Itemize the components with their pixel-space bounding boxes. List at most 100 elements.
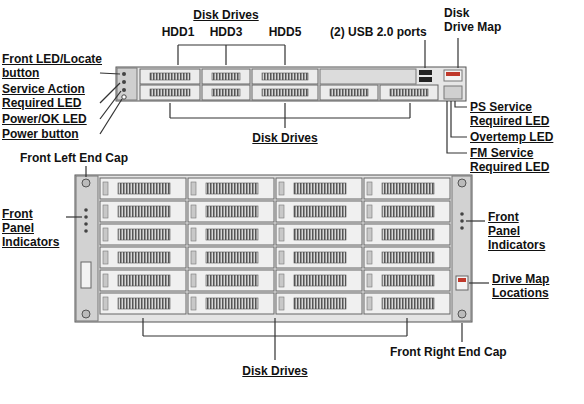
drive-bay	[188, 201, 274, 222]
drive-grille	[262, 73, 308, 80]
drive-grille	[118, 206, 170, 217]
drive-bay	[100, 270, 186, 291]
drive-bay	[188, 270, 274, 291]
indicator-led	[84, 229, 88, 233]
drive-grille	[212, 73, 240, 80]
drive-bay	[276, 293, 362, 314]
drive-latch	[191, 251, 196, 264]
drive-map-mark	[446, 72, 460, 76]
part-label: Disk Drives	[252, 131, 317, 145]
drive-grille	[390, 89, 428, 96]
drive-latch	[279, 205, 284, 218]
drive-map-mark	[458, 278, 466, 282]
drive-latch	[191, 182, 196, 195]
drive-bay	[100, 178, 186, 199]
drive-bay	[364, 224, 450, 245]
drive-grille	[118, 275, 170, 286]
drive-grille	[118, 183, 170, 194]
part-label: PS Service Required LED	[470, 100, 570, 128]
led-panel	[117, 68, 137, 100]
part-label: FM Service Required LED	[470, 146, 570, 174]
leader-line	[100, 73, 120, 74]
drive-latch	[367, 205, 372, 218]
drive-latch	[103, 228, 108, 241]
part-label: Power/OK LED	[2, 112, 87, 126]
power-led	[122, 88, 126, 92]
drive-bay	[188, 293, 274, 314]
part-label: Overtemp LED	[470, 130, 553, 144]
drive-grille	[330, 89, 368, 96]
drive-latch	[191, 274, 196, 287]
leader-line	[455, 101, 467, 107]
server-1u-chassis	[116, 67, 466, 101]
drive-grille	[206, 252, 258, 263]
drive-bays-4u	[100, 178, 450, 314]
drive-bay	[252, 85, 318, 100]
leader-line	[447, 101, 467, 153]
drive-bay	[188, 178, 274, 199]
cap-handle	[81, 262, 91, 288]
part-label: Front Panel Indicators	[488, 210, 550, 252]
drive-grille	[294, 183, 346, 194]
drive-latch	[191, 297, 196, 310]
drive-latch	[103, 205, 108, 218]
drive-map	[456, 276, 468, 290]
part-label: Disk Drives	[242, 364, 307, 378]
drive-grille	[206, 183, 258, 194]
status-panel	[444, 86, 462, 99]
bracket	[170, 103, 410, 128]
leader-line	[100, 99, 122, 134]
drive-latch	[367, 274, 372, 287]
indicator-led	[84, 215, 88, 219]
drive-grille	[382, 206, 434, 217]
drive-label: HDD3	[210, 25, 243, 39]
drive-grille	[382, 252, 434, 263]
drive-latch	[191, 228, 196, 241]
drive-bay	[188, 224, 274, 245]
indicator-led	[460, 226, 464, 230]
part-label: Front Panel Indicators	[2, 207, 64, 249]
cap-screw	[458, 179, 466, 187]
drive-latch	[279, 228, 284, 241]
drive-bay	[100, 201, 186, 222]
leader-line	[461, 323, 462, 342]
service-led	[122, 80, 126, 84]
drive-bay	[100, 224, 186, 245]
part-label: Power button	[2, 127, 79, 141]
power-button	[122, 95, 126, 99]
locate-led	[122, 72, 126, 76]
drive-bay	[276, 270, 362, 291]
filler-panel	[320, 69, 416, 84]
leader-line	[85, 166, 86, 177]
drive-grille	[150, 89, 190, 96]
usb-port	[419, 77, 432, 82]
drive-grille	[206, 298, 258, 309]
cap-screw	[82, 179, 90, 187]
right-end-cap	[452, 176, 471, 321]
drive-bay	[276, 201, 362, 222]
drive-map	[444, 70, 462, 81]
drive-latch	[279, 251, 284, 264]
drive-grille	[382, 183, 434, 194]
drive-grille	[294, 229, 346, 240]
drive-bay	[202, 69, 250, 84]
leader-line	[466, 220, 485, 221]
drive-grille	[212, 89, 240, 96]
drive-grille	[262, 89, 308, 96]
drive-grille	[294, 298, 346, 309]
drive-grille	[382, 275, 434, 286]
cap-screw	[458, 310, 466, 318]
part-label: Front LED/Locate button	[2, 52, 114, 80]
drive-bay	[364, 178, 450, 199]
drive-latch	[103, 251, 108, 264]
bracket	[143, 318, 407, 360]
drive-bay	[276, 247, 362, 268]
drive-bay	[276, 178, 362, 199]
drive-latch	[367, 251, 372, 264]
drive-grille	[382, 229, 434, 240]
part-label: Disk Drive Map	[444, 6, 502, 34]
drive-grille	[206, 275, 258, 286]
drive-grille	[150, 73, 190, 80]
drive-latch	[279, 182, 284, 195]
server-4u-chassis	[75, 175, 472, 322]
